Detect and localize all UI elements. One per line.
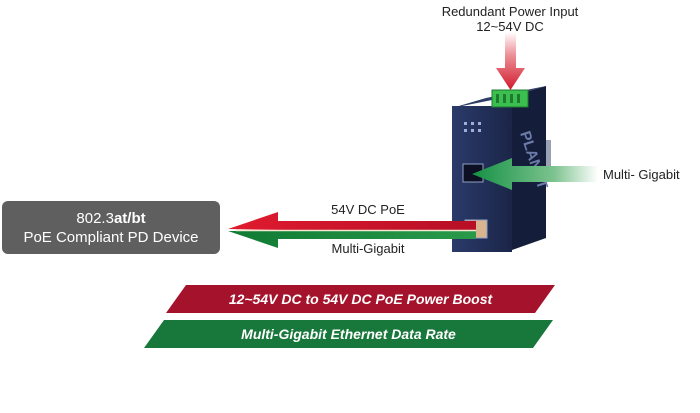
device-din-bracket (546, 140, 551, 180)
pd-standard-bold: at/bt (113, 209, 146, 227)
poe-power-label: 54V DC PoE (331, 202, 405, 217)
power-input-down-arrow (496, 32, 525, 90)
pd-device-box: 802.3at/bt PoE Compliant PD Device (2, 201, 220, 254)
uplink-label: Multi- Gigabit (603, 167, 680, 182)
data-rate-banner-shape (144, 320, 553, 348)
redundant-power-range: 12~54V DC (476, 19, 544, 34)
pd-device-standard: 802.3at/bt (2, 209, 220, 228)
terminal-block-icon (491, 89, 529, 108)
pd-device-description: PoE Compliant PD Device (23, 228, 199, 246)
uplink-data-arrow (472, 158, 598, 190)
status-led-icons (464, 122, 481, 132)
power-boost-banner-text: 12~54V DC to 54V DC PoE Power Boost (228, 291, 493, 307)
redundant-power-title: Redundant Power Input (441, 4, 579, 19)
power-boost-banner-shape (166, 285, 555, 313)
poe-power-arrow (228, 212, 476, 230)
poe-data-label: Multi-Gigabit (331, 241, 405, 256)
data-rate-banner-text: Multi-Gigabit Ethernet Data Rate (241, 326, 456, 342)
poe-data-arrow (228, 231, 476, 248)
pd-standard-prefix: 802.3 (76, 209, 114, 227)
